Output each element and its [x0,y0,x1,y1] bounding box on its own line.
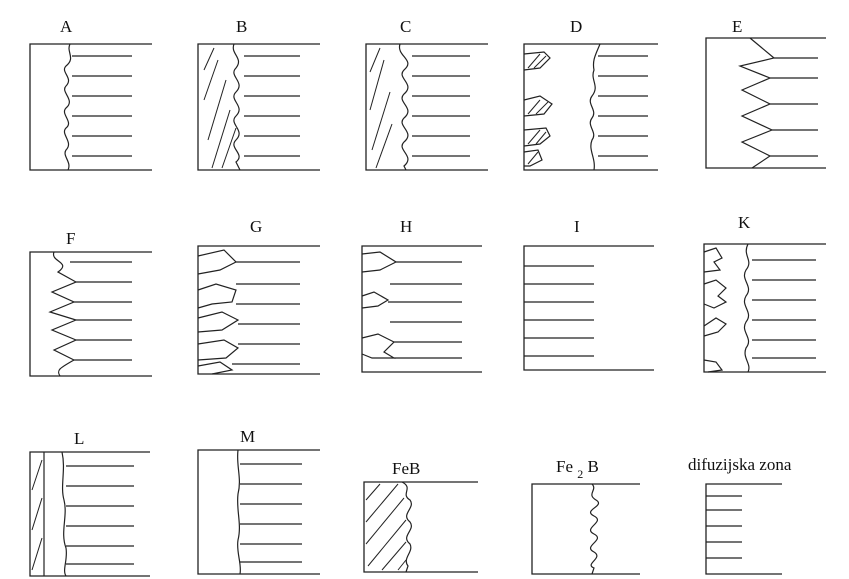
panel-g-frame [198,246,320,374]
panel-k: K [704,213,826,372]
panel-e: E [706,17,826,168]
panel-b-frame [198,44,320,170]
panel-l-frame [30,452,150,576]
panel-i-label: I [574,217,580,236]
panel-h-label: H [400,217,412,236]
panel-h-boride-islands [362,252,396,358]
panel-i-frame [524,246,654,370]
panel-b-label: B [236,17,247,36]
panel-diffusion-zone-label: difuzijska zona [688,455,792,474]
panel-feb-frame [364,482,478,572]
panel-d-label: D [570,17,582,36]
panel-feb-label: FeB [392,459,420,478]
panel-k-interface [744,244,749,372]
panel-f-frame [30,252,152,376]
panel-diffusion-zone: difuzijska zona [688,455,792,574]
panel-a: A [30,17,152,170]
panel-diffusion-zone-frame [706,484,782,574]
panel-g-boride-tongues [198,250,238,374]
panel-feb-interface [402,482,411,572]
panel-d-boride-islands [524,52,552,166]
panel-f-interface [50,252,76,376]
panel-a-diffusion-lines [72,56,132,156]
panel-k-boride-islands [704,248,726,372]
panel-h-frame [362,246,482,372]
panel-fe2b-label-main: Fe [556,457,573,476]
panel-b-hatch [204,48,236,168]
panel-fe2b: Fe 2 B [532,457,640,574]
panel-a-interface [64,44,70,170]
panel-m-diffusion-lines [240,464,302,562]
panel-l-diffusion-lines [66,466,134,564]
panel-k-label: K [738,213,751,232]
panel-fe2b-label: Fe 2 B [556,457,599,482]
panel-f: F [30,229,152,376]
panel-g-label: G [250,217,262,236]
panel-diffusion-zone-lines [706,496,742,558]
panel-c-diffusion-lines [412,56,470,156]
panel-l-hatch [32,460,42,570]
panel-d-diffusion-lines [598,56,648,156]
panel-fe2b-label-tail: B [588,457,599,476]
panel-g: G [198,217,320,374]
panel-b-diffusion-lines [244,56,300,156]
panel-a-frame [30,44,152,170]
panel-m-interface [238,450,241,574]
panel-k-frame [704,244,826,372]
panel-a-label: A [60,17,73,36]
panel-c: C [366,17,488,170]
panel-e-diffusion-lines [770,58,818,156]
panel-f-label: F [66,229,75,248]
panel-d: D [524,17,658,170]
panel-h-diffusion-lines [388,262,462,358]
panel-e-label: E [732,17,742,36]
panel-c-hatch [370,48,392,168]
panel-i-diffusion-lines [524,266,594,356]
panel-k-diffusion-lines [752,260,816,358]
panel-m-frame [198,450,320,574]
panel-m: M [198,427,320,574]
panel-b-interface [233,44,240,170]
panel-c-label: C [400,17,411,36]
panel-l: L [30,429,150,576]
panel-c-frame [366,44,488,170]
panel-b: B [198,17,320,170]
panel-m-label: M [240,427,255,446]
panel-c-interface [399,44,407,170]
panel-feb: FeB [364,459,478,572]
panel-i: I [524,217,654,370]
panel-g-diffusion-lines [232,262,300,364]
panel-d-interface [590,44,600,170]
panel-l-interface [62,452,66,576]
panel-fe2b-label-sub: 2 [577,467,583,481]
panel-feb-hatch [366,484,406,570]
panel-l-label: L [74,429,84,448]
panel-fe2b-frame [532,484,640,574]
panel-f-diffusion-lines [70,262,132,360]
panel-fe2b-interface [591,484,599,574]
panel-h: H [362,217,482,372]
panel-e-interface [740,38,774,168]
